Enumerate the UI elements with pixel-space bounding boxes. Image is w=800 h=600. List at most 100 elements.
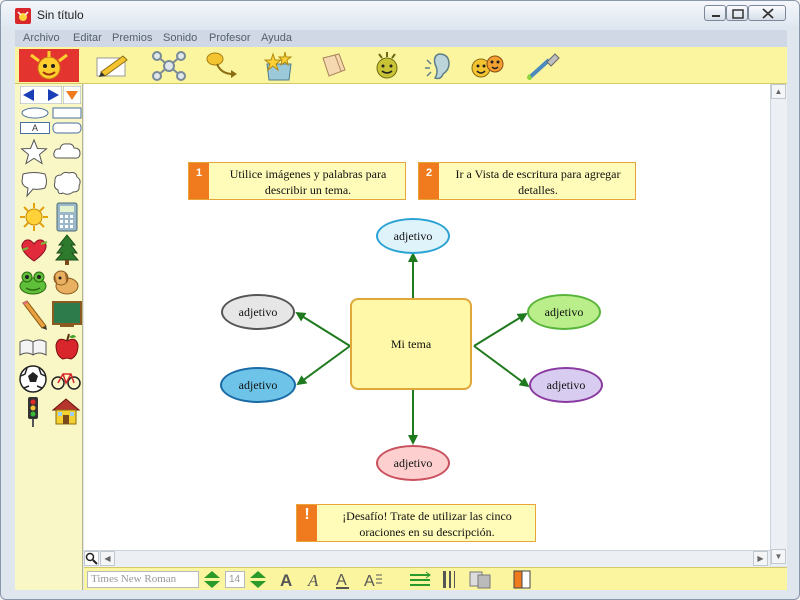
chalkboard-icon[interactable]	[52, 300, 82, 328]
minimize-icon	[712, 15, 720, 17]
book-icon[interactable]	[18, 336, 48, 358]
adjective-bubble-top[interactable]: adjetivo	[376, 218, 450, 254]
svg-text:A: A	[336, 572, 347, 589]
pencil-icon[interactable]	[93, 50, 133, 82]
dog-icon[interactable]	[51, 268, 81, 296]
bold-icon[interactable]: A	[278, 569, 296, 590]
adjective-bubble-lower-right[interactable]: adjetivo	[529, 367, 603, 403]
title-bar: Sin título	[1, 1, 799, 29]
oval-shape-icon[interactable]	[20, 107, 50, 119]
main-toolbar	[15, 47, 787, 84]
scroll-left-button[interactable]: ◀	[100, 551, 115, 566]
menu-profesor[interactable]: Profesor	[209, 32, 251, 44]
text-style-icon[interactable]: A	[362, 569, 384, 590]
menu-sonido[interactable]: Sonido	[163, 32, 198, 44]
window-title: Sin título	[37, 8, 84, 22]
adjective-bubble-bottom[interactable]: adjetivo	[376, 445, 450, 481]
arrange-icon[interactable]	[468, 569, 492, 590]
font-name-field[interactable]: Times New Roman	[87, 571, 199, 588]
menu-ayuda[interactable]: Ayuda	[261, 32, 292, 44]
warning-badge: !	[297, 505, 317, 541]
menu-editar[interactable]: Editar	[73, 32, 102, 44]
note-number-badge: 2	[419, 163, 439, 199]
arrow-to-lower-right[interactable]	[473, 345, 530, 388]
paint-icon[interactable]	[523, 50, 563, 82]
menu-premios[interactable]: Premios	[112, 32, 153, 44]
size-stepper-icon[interactable]	[248, 569, 268, 590]
note-text: ¡Desafío! Trate de utilizar las cinco or…	[342, 509, 512, 539]
sun-icon[interactable]	[19, 202, 49, 232]
connector-arrows	[295, 252, 530, 445]
star-shape-icon[interactable]	[19, 138, 49, 166]
cloud-shape-icon[interactable]	[52, 140, 82, 164]
close-icon	[762, 8, 774, 19]
font-stepper-icon[interactable]	[202, 569, 222, 590]
color-icon[interactable]	[512, 569, 532, 590]
scroll-right-button[interactable]: ▶	[753, 551, 768, 566]
scroll-up-button[interactable]: ▲	[771, 84, 786, 99]
vertical-scrollbar[interactable]: ▲ ▼	[770, 84, 787, 566]
diagram-canvas[interactable]: 1 Utilice imágenes y palabras para descr…	[84, 84, 770, 550]
eraser-icon[interactable]	[313, 50, 353, 82]
nav-arrows-icon[interactable]	[20, 86, 62, 104]
dropdown-arrow-icon[interactable]	[63, 86, 81, 104]
svg-text:A: A	[307, 571, 319, 590]
rounded-rect-shape-icon[interactable]	[52, 122, 82, 134]
text-shape-icon[interactable]: A	[20, 122, 50, 134]
house-icon[interactable]	[51, 396, 81, 426]
arrow-to-upper-right[interactable]	[473, 312, 528, 347]
zoom-button[interactable]	[84, 551, 99, 566]
adjective-bubble-upper-left[interactable]: adjetivo	[221, 294, 295, 330]
menu-archivo[interactable]: Archivo	[23, 32, 60, 44]
maximize-button[interactable]	[726, 5, 748, 21]
format-toolbar: Times New Roman 14 A A A A	[84, 567, 787, 590]
sound-icon[interactable]	[419, 50, 459, 82]
main-topic-box[interactable]: Mi tema	[350, 298, 472, 390]
thought-bubble-icon[interactable]	[52, 170, 82, 198]
arrow-to-lower-left[interactable]	[296, 345, 351, 386]
heart-icon[interactable]	[19, 236, 49, 264]
bicycle-icon[interactable]	[51, 368, 81, 390]
diagram-icon[interactable]	[149, 50, 189, 82]
app-icon	[15, 8, 31, 24]
link-icon[interactable]	[203, 50, 243, 82]
minimize-button[interactable]	[704, 5, 726, 21]
soccer-ball-icon[interactable]	[18, 364, 48, 394]
mascot-logo-icon[interactable]	[19, 49, 79, 82]
svg-text:A: A	[280, 571, 292, 590]
line-style-icon[interactable]	[408, 569, 432, 590]
traffic-light-icon[interactable]	[24, 396, 42, 428]
scroll-down-button[interactable]: ▼	[771, 549, 786, 564]
challenge-note[interactable]: ! ¡Desafío! Trate de utilizar las cinco …	[296, 504, 536, 542]
speech-bubble-icon[interactable]	[19, 170, 49, 198]
arrow-to-upper-left[interactable]	[295, 311, 351, 347]
symbol-palette: A	[15, 84, 83, 590]
pencil-symbol-icon[interactable]	[18, 300, 48, 330]
tree-icon[interactable]	[54, 234, 80, 266]
line-thickness-icon[interactable]	[440, 569, 460, 590]
adjective-bubble-lower-left[interactable]: adjetivo	[220, 367, 296, 403]
characters-icon[interactable]	[467, 50, 507, 82]
note-text: Ir a Vista de escritura para agregar det…	[455, 167, 621, 197]
fun-face-icon[interactable]	[367, 50, 407, 82]
svg-text:A: A	[364, 573, 375, 590]
frog-icon[interactable]	[17, 268, 49, 296]
underline-icon[interactable]: A	[334, 569, 352, 590]
rectangle-shape-icon[interactable]	[52, 107, 82, 119]
close-button[interactable]	[748, 5, 786, 21]
maximize-icon	[732, 9, 744, 19]
instruction-note-2[interactable]: 2 Ir a Vista de escritura para agregar d…	[418, 162, 636, 200]
font-size-field[interactable]: 14	[225, 571, 245, 588]
note-text: Utilice imágenes y palabras para describ…	[229, 167, 387, 197]
italic-icon[interactable]: A	[306, 569, 324, 590]
apple-icon[interactable]	[54, 332, 80, 362]
horizontal-scrollbar[interactable]: ◀ ▶	[84, 550, 770, 567]
note-number-badge: 1	[189, 163, 209, 199]
adjective-bubble-upper-right[interactable]: adjetivo	[527, 294, 601, 330]
instruction-note-1[interactable]: 1 Utilice imágenes y palabras para descr…	[188, 162, 406, 200]
rapid-fire-icon[interactable]	[259, 50, 299, 82]
calculator-icon[interactable]	[54, 202, 80, 232]
magnifier-icon	[85, 552, 98, 565]
menu-bar: Archivo Editar Premios Sonido Profesor A…	[15, 30, 787, 47]
